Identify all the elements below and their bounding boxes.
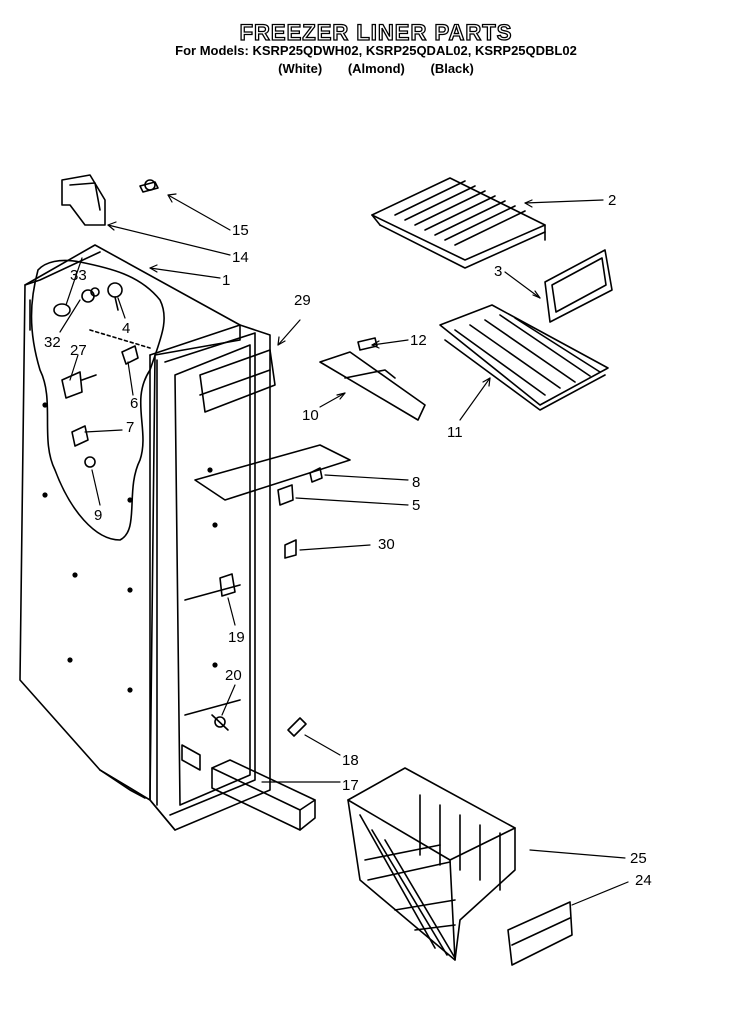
callout-25: 25 (630, 850, 647, 867)
back-wall-parts (53, 174, 159, 468)
callout-24: 24 (635, 872, 652, 889)
callout-20: 20 (225, 667, 242, 684)
callout-8: 8 (412, 474, 420, 491)
callout-1: 1 (222, 272, 230, 289)
callout-5: 5 (412, 497, 420, 514)
callout-29: 29 (294, 292, 311, 309)
callout-19: 19 (228, 629, 245, 646)
shelves (319, 177, 613, 421)
callout-7: 7 (126, 419, 134, 436)
color-almond: (Almond) (347, 61, 405, 76)
callout-17: 17 (342, 777, 359, 794)
callout-numbers: 1 2 3 4 5 6 7 8 9 10 11 12 14 15 17 18 1… (44, 192, 652, 889)
callout-33: 33 (70, 267, 87, 284)
callout-2: 2 (608, 192, 616, 209)
callout-32: 32 (44, 334, 61, 351)
color-white: (White) (278, 61, 323, 76)
callout-30: 30 (378, 536, 395, 553)
callout-4: 4 (122, 320, 130, 337)
callout-11: 11 (447, 424, 463, 441)
callout-10: 10 (302, 407, 319, 424)
color-variants: (White) (Almond) (Black) (0, 61, 752, 76)
callout-14: 14 (232, 249, 249, 266)
callout-6: 6 (130, 395, 138, 412)
callout-15: 15 (232, 222, 249, 239)
callout-18: 18 (342, 752, 359, 769)
callout-3: 3 (494, 263, 502, 280)
models-line: For Models: KSRP25QDWH02, KSRP25QDAL02, … (175, 43, 577, 58)
front-flange-parts (194, 349, 351, 831)
freezer-liner (19, 244, 271, 831)
callout-12: 12 (410, 332, 427, 349)
leader-lines (59, 193, 629, 906)
diagram-title: FREEZER LINER PARTS (239, 19, 513, 45)
callout-27: 27 (70, 342, 87, 359)
color-black: (Black) (430, 61, 474, 76)
basket (347, 767, 573, 966)
callout-9: 9 (94, 507, 102, 524)
